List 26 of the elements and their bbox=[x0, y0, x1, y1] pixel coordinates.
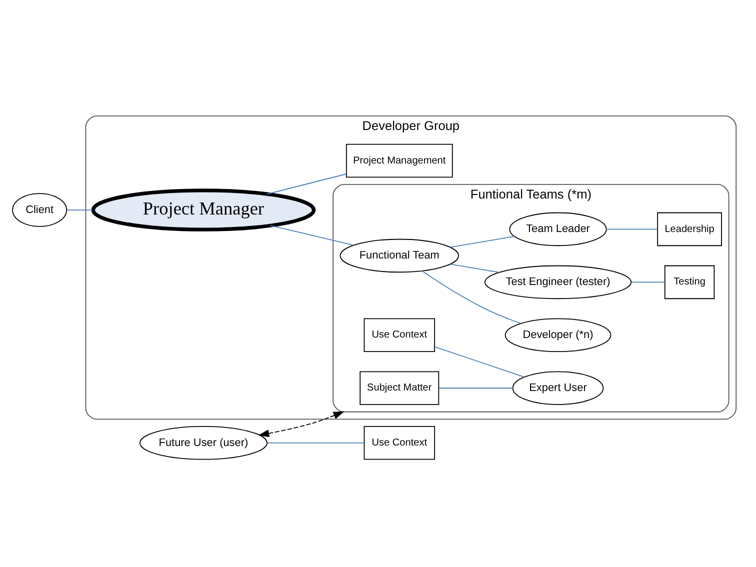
connector bbox=[66, 209, 94, 210]
node-box: Use Context bbox=[364, 426, 436, 460]
arrow bbox=[258, 410, 344, 437]
node-ellipse: Client bbox=[12, 192, 68, 226]
node-ellipse: Developer (*n) bbox=[504, 318, 612, 352]
node-box: Project Management bbox=[346, 143, 453, 178]
node-box: Testing bbox=[664, 264, 715, 299]
node-ellipse: Test Engineer (tester) bbox=[484, 264, 632, 299]
node-ellipse: Expert User bbox=[512, 370, 604, 404]
node-ellipse: Future User (user) bbox=[139, 426, 268, 460]
connector bbox=[606, 228, 658, 230]
connector bbox=[266, 442, 365, 443]
connector bbox=[266, 173, 347, 194]
connector bbox=[421, 270, 521, 324]
node-ellipse: Project Manager bbox=[91, 188, 316, 231]
connector bbox=[450, 235, 515, 248]
connector bbox=[434, 346, 525, 378]
node-box: Leadership bbox=[657, 212, 722, 246]
node-box: Subject Matter bbox=[360, 370, 440, 404]
node-box: Use Context bbox=[364, 318, 436, 352]
node-ellipse: Team Leader bbox=[509, 212, 607, 246]
node-ellipse: Functional Team bbox=[340, 238, 460, 272]
connector bbox=[450, 263, 500, 272]
connector bbox=[438, 387, 514, 388]
connector bbox=[270, 224, 354, 246]
connector bbox=[630, 281, 666, 282]
